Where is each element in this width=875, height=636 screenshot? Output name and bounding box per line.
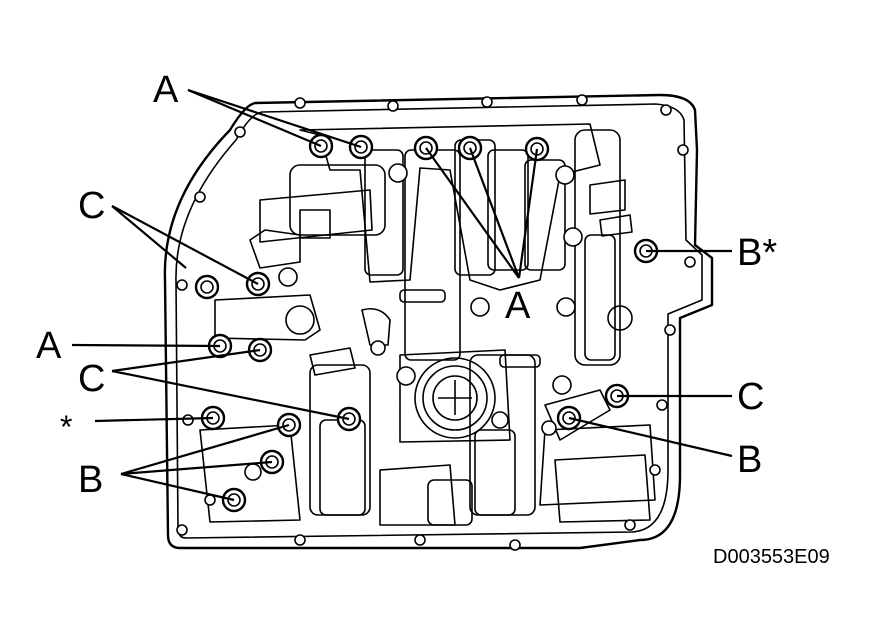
label-b-star: B* [737, 232, 777, 274]
label-c-right: C [737, 376, 764, 418]
bolt-c-4 [336, 406, 362, 432]
valve-body-internals [199, 123, 656, 526]
leader-lines [71, 88, 733, 502]
label-c-upper-left: C [78, 185, 105, 227]
valve-body-outline [163, 93, 714, 550]
label-b-right: B [737, 439, 762, 481]
label-star: * [60, 409, 72, 445]
drawing-code: D003553E09 [713, 546, 830, 568]
callout-labels: A A A C C C B* B B * [36, 69, 777, 501]
bolt-c-1 [194, 274, 220, 300]
label-a-left: A [36, 325, 62, 367]
label-c-lower-left: C [78, 358, 105, 400]
perimeter-holes [176, 94, 696, 551]
bolts [194, 133, 659, 513]
label-a-middle: A [505, 285, 531, 327]
label-a-top: A [153, 69, 179, 111]
label-b-lower-left: B [78, 459, 103, 501]
